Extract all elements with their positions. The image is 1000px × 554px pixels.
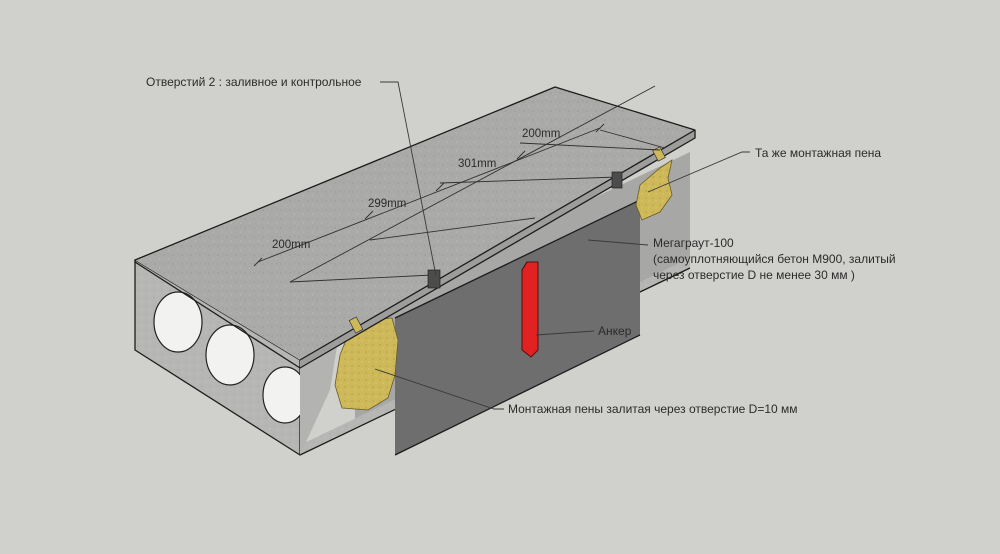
joint-line-d	[519, 142, 661, 151]
label-megagrout-line3: через отверстие D не менее 30 мм )	[653, 268, 855, 282]
leader-anchor	[535, 330, 595, 336]
dim-label-4: 200mm	[522, 128, 560, 140]
slab-top-outline	[134, 86, 696, 369]
dimension-line	[257, 127, 601, 263]
top-joint-grid	[289, 85, 666, 283]
label-megagrout-title: Мегаграут-100	[653, 236, 734, 250]
anchor-bar	[521, 261, 539, 358]
label-megagrout-line2: (самоуплотняющийся бетон М900, залитый	[653, 252, 896, 266]
foam-plug-right	[635, 159, 673, 221]
joint-line-e	[599, 129, 666, 149]
leader-megagrout	[587, 239, 649, 246]
hollow-core-2	[205, 324, 255, 386]
dimension-chain: 200mm 299mm 301mm 200mm	[253, 123, 605, 267]
foam-tab-right	[652, 146, 666, 162]
foam-tab-left	[348, 316, 364, 334]
pour-hole-1	[427, 269, 441, 289]
leader-foam-bottom	[374, 368, 504, 410]
leader-holes	[380, 81, 437, 277]
dim-label-2: 299mm	[368, 198, 406, 210]
dimension-ticks	[253, 123, 605, 267]
label-foam-bottom: Монтажная пены залитая через отверстие D…	[508, 402, 798, 416]
slab-top-face	[135, 87, 695, 360]
front-slab-side	[134, 259, 338, 456]
grout-fill	[395, 200, 640, 455]
joint-line-long	[289, 85, 656, 283]
dim-label-1: 200mm	[272, 239, 310, 251]
slab-top-front-edge	[300, 130, 695, 368]
joint-line-a	[289, 274, 433, 283]
label-anchor: Анкер	[598, 324, 632, 338]
hollow-core-1	[153, 291, 203, 353]
leader-same-foam	[647, 151, 750, 193]
label-same-foam: Та же монтажная пена	[755, 146, 881, 160]
anchor-top	[521, 261, 538, 271]
slab-top-edge-line	[299, 129, 696, 361]
joint-line-c	[439, 176, 619, 184]
pour-hole-2	[611, 171, 623, 189]
label-holes: Отверстий 2 : заливное и контрольное	[146, 75, 362, 89]
joint-line-b	[369, 217, 536, 241]
grout-outline	[394, 199, 641, 456]
dim-label-3: 301mm	[458, 158, 496, 170]
front-slab-joint-edge	[300, 340, 338, 455]
